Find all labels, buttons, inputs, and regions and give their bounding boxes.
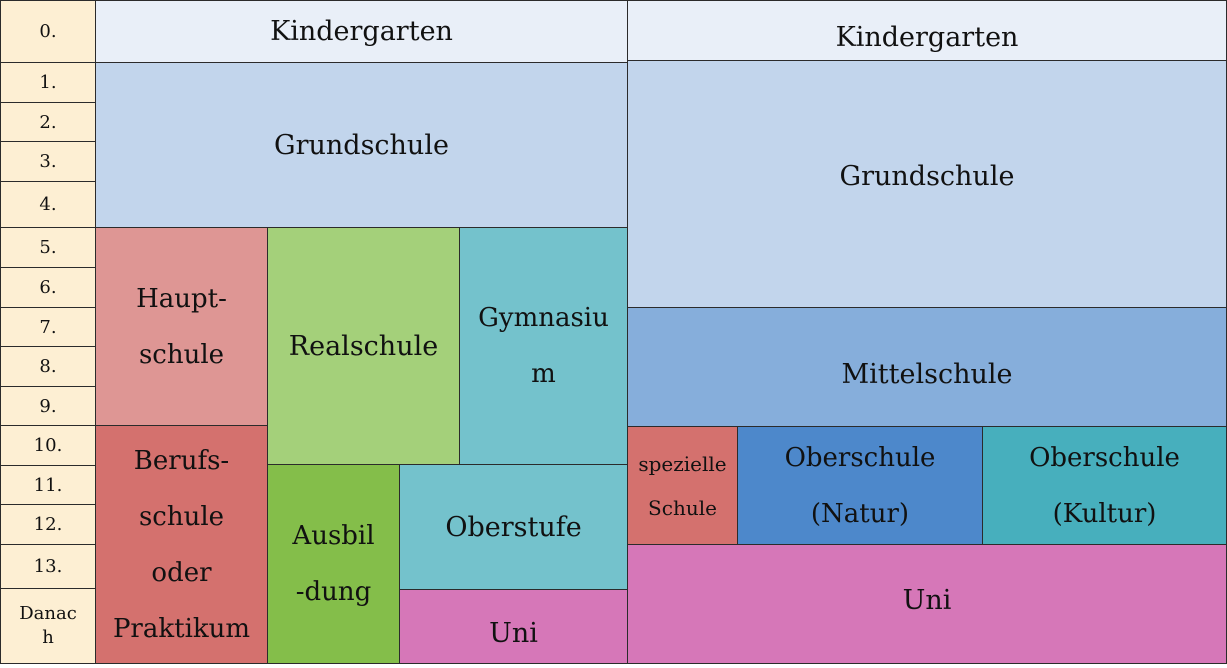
left-gymnasium: Gymnasiu m — [459, 227, 628, 465]
right-oberschule-natur: Oberschule (Natur) — [737, 426, 983, 545]
left-hauptschule-label: Haupt- schule — [136, 283, 227, 370]
grade-label: 3. — [39, 151, 57, 172]
grade-1: 1. — [0, 62, 96, 103]
left-realschule: Realschule — [267, 227, 460, 465]
grade-label: 8. — [39, 356, 57, 377]
left-grundschule: Grundschule — [95, 62, 628, 228]
left-uni-label: Uni — [489, 618, 538, 649]
grade-3: 3. — [0, 141, 96, 182]
right-grundschule-label: Grundschule — [839, 160, 1015, 192]
grade-4: 4. — [0, 181, 96, 228]
left-oberstufe-label: Oberstufe — [445, 511, 582, 543]
left-kindergarten-label: Kindergarten — [270, 16, 453, 47]
right-mittelschule: Mittelschule — [627, 307, 1227, 427]
right-kindergarten-label: Kindergarten — [835, 22, 1019, 53]
left-uni: Uni — [399, 589, 628, 664]
right-mittelschule-label: Mittelschule — [841, 358, 1013, 390]
grade-label: 12. — [33, 514, 63, 535]
right-uni: Uni — [627, 544, 1227, 664]
left-hauptschule: Haupt- schule — [95, 227, 268, 426]
grade-label: 2. — [39, 111, 57, 133]
right-spezielle-schule: spezielle Schule — [627, 426, 738, 545]
left-ausbildung-label: Ausbil -dung — [292, 521, 375, 607]
grade-13: 13. — [0, 544, 96, 589]
grade-0: 0. — [0, 0, 96, 63]
grade-label: 13. — [33, 556, 63, 577]
grade-label: 1. — [39, 72, 57, 93]
right-uni-label: Uni — [902, 584, 952, 616]
grade-12: 12. — [0, 504, 96, 545]
grade-7: 7. — [0, 307, 96, 347]
right-grundschule: Grundschule — [627, 60, 1227, 308]
right-spezielle-schule-label: spezielle Schule — [638, 451, 727, 520]
grade-10: 10. — [0, 425, 96, 466]
grade-label: 0. — [39, 21, 57, 42]
left-berufsschule: Berufs- schule oder Praktikum — [95, 425, 268, 664]
grade-6: 6. — [0, 267, 96, 308]
grade-2: 2. — [0, 102, 96, 142]
left-realschule-label: Realschule — [288, 330, 439, 362]
grade-label: 6. — [39, 277, 57, 298]
left-grundschule-label: Grundschule — [274, 129, 449, 161]
grade-label: 5. — [39, 237, 57, 258]
left-berufsschule-label: Berufs- schule oder Praktikum — [112, 445, 251, 644]
grade-danach: Danac h — [0, 588, 96, 664]
grade-label: Danac h — [19, 603, 77, 648]
right-oberschule-kultur: Oberschule (Kultur) — [982, 426, 1227, 545]
grade-9: 9. — [0, 386, 96, 426]
grade-label: 11. — [33, 474, 63, 496]
left-gymnasium-label: Gymnasiu m — [478, 303, 609, 389]
left-oberstufe: Oberstufe — [399, 464, 628, 590]
right-oberschule-kultur-label: Oberschule (Kultur) — [1029, 442, 1180, 529]
grade-label: 7. — [39, 316, 57, 338]
grade-label: 9. — [39, 395, 57, 417]
grade-8: 8. — [0, 346, 96, 387]
left-kindergarten: Kindergarten — [95, 0, 628, 63]
grade-label: 4. — [39, 194, 57, 215]
grade-label: 10. — [33, 435, 63, 456]
right-kindergarten: Kindergarten — [627, 0, 1227, 61]
right-oberschule-natur-label: Oberschule (Natur) — [784, 442, 936, 529]
left-ausbildung: Ausbil -dung — [267, 464, 400, 664]
grade-5: 5. — [0, 227, 96, 268]
grade-11: 11. — [0, 465, 96, 505]
